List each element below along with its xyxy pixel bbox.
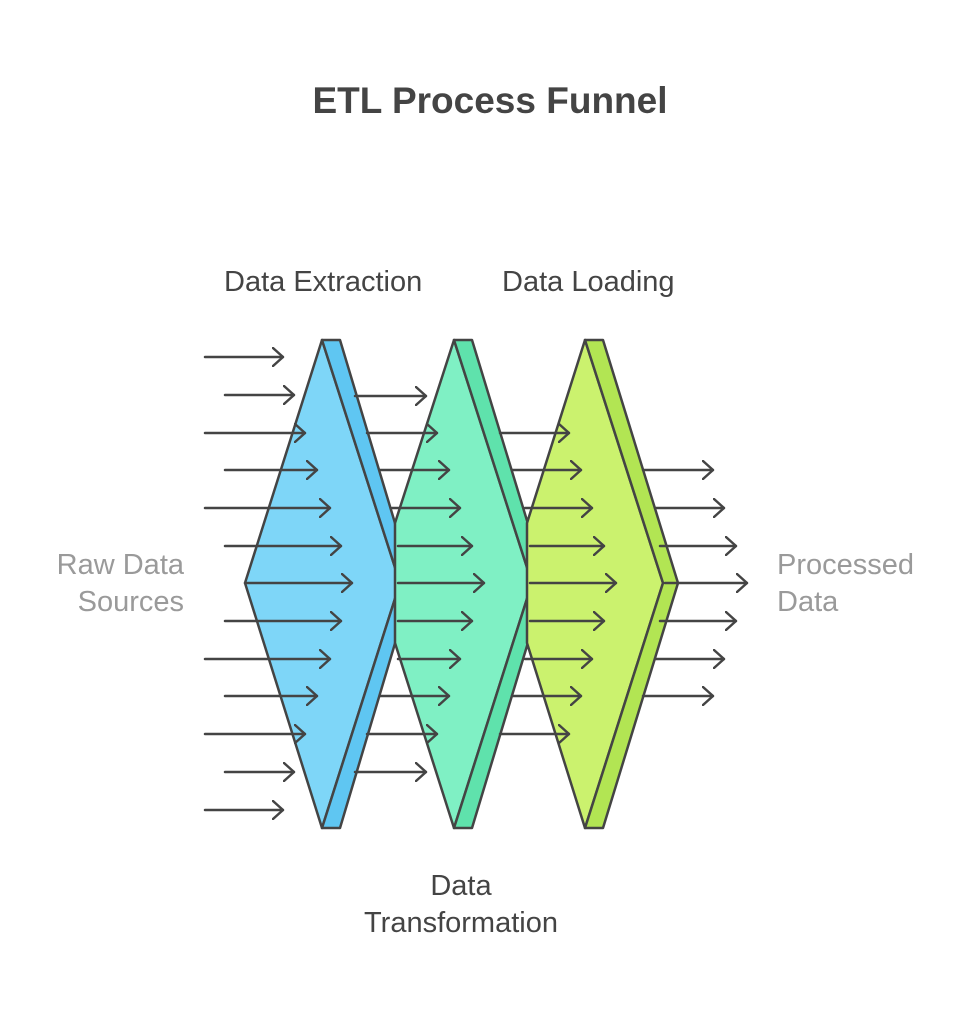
stage-extraction-label: Data Extraction — [224, 266, 423, 298]
raw-data-sources-label: Raw Data Sources — [56, 549, 184, 618]
stage-transformation-label: Data Transformation — [364, 870, 558, 939]
diagram-title: ETL Process Funnel — [312, 80, 668, 121]
stage-loading-side — [583, 338, 680, 830]
stage-loading-label: Data Loading — [502, 266, 675, 298]
data-flow-arrows — [203, 357, 749, 810]
processed-data-label: Processed Data — [777, 549, 915, 618]
